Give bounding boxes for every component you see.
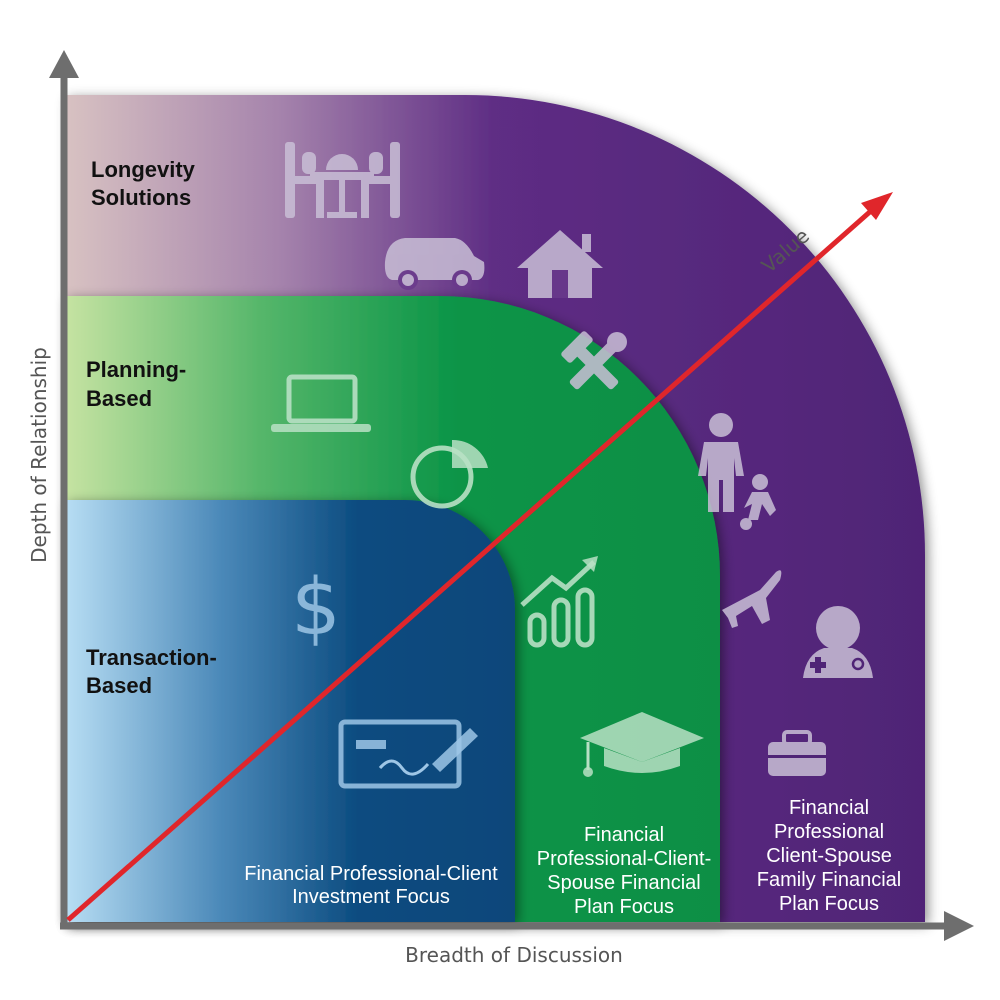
x-axis-label: Breadth of Discussion	[405, 943, 623, 967]
transaction-focus-line2: Investment Focus	[292, 886, 450, 908]
pie-chart-icon	[410, 439, 488, 509]
planning-focus-line3: Spouse Financial	[547, 872, 700, 894]
briefcase-icon	[768, 730, 826, 776]
planning-focus-line2: Professional-Client-	[537, 848, 712, 870]
longevity-focus-line3: Client-Spouse	[766, 845, 892, 867]
transaction-label-line1: Transaction-	[86, 645, 217, 670]
y-axis	[49, 50, 79, 926]
transaction-tier-band	[65, 500, 515, 922]
airplane-icon	[722, 570, 782, 628]
house-icon	[517, 230, 603, 298]
doctor-icon	[803, 606, 873, 678]
planning-label-line1: Planning-	[86, 357, 186, 382]
longevity-focus-line5: Plan Focus	[779, 893, 879, 915]
planning-focus-line1: Financial	[584, 824, 664, 846]
longevity-label-line1: Longevity	[91, 157, 196, 182]
dining-table-icon	[285, 142, 400, 218]
value-arrow	[66, 192, 893, 922]
car-icon	[384, 238, 485, 290]
tools-icon	[561, 331, 627, 390]
graduation-cap-icon	[580, 712, 704, 777]
parent-child-icon	[698, 413, 776, 530]
planning-label-line2: Based	[86, 386, 152, 411]
longevity-focus-line2: Professional	[774, 821, 884, 843]
check-signature-icon	[338, 719, 478, 789]
longevity-label-line2: Solutions	[91, 185, 191, 210]
transaction-label-line2: Based	[86, 673, 152, 698]
dollar-sign-icon: $	[291, 563, 341, 653]
svg-text:$: $	[291, 563, 341, 653]
transaction-focus-line1: Financial Professional-Client	[244, 863, 498, 885]
longevity-focus-line4: Family Financial	[757, 869, 901, 891]
longevity-focus-line1: Financial	[789, 797, 869, 819]
planning-focus-line4: Plan Focus	[574, 896, 674, 918]
x-axis	[60, 911, 974, 941]
y-axis-label: Depth of Relationship	[27, 347, 51, 563]
laptop-icon	[271, 374, 371, 432]
growth-chart-icon	[520, 556, 598, 648]
